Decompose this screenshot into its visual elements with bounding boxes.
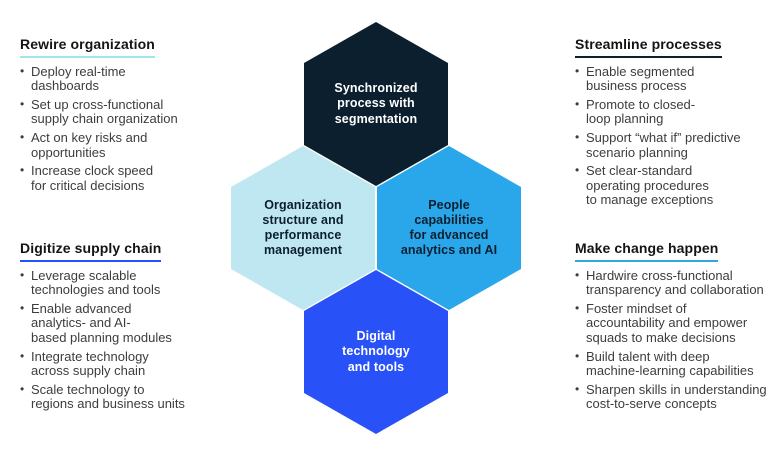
- list-item: Deploy real-time dashboards: [20, 64, 225, 94]
- list-item: Support “what if” predictive scenario pl…: [575, 130, 783, 160]
- list-item: Set clear-standard operating procedures …: [575, 163, 783, 208]
- list-item: Increase clock speed for critical decisi…: [20, 163, 225, 193]
- list-item: Sharpen skills in understanding cost-to-…: [575, 382, 783, 412]
- panel-make-change-happen-list: Hardwire cross-functional transparency a…: [575, 268, 783, 412]
- hexagon-people-capabilities-label: People capabilities for advanced analyti…: [400, 197, 498, 258]
- panel-digitize-supply-chain-list: Leverage scalable technologies and tools…: [20, 268, 225, 412]
- panel-rewire-organization-title: Rewire organization: [20, 36, 155, 58]
- hexagon-digital-technology-label: Digital technology and tools: [342, 329, 410, 374]
- list-item: Hardwire cross-functional transparency a…: [575, 268, 783, 298]
- list-item: Scale technology to regions and business…: [20, 382, 225, 412]
- panel-streamline-processes-title: Streamline processes: [575, 36, 722, 58]
- panel-rewire-organization: Rewire organization Deploy real-time das…: [20, 36, 225, 197]
- panel-digitize-supply-chain: Digitize supply chain Leverage scalable …: [20, 240, 225, 416]
- panel-rewire-organization-list: Deploy real-time dashboardsSet up cross-…: [20, 64, 225, 193]
- hexagon-digital-technology: Digital technology and tools: [304, 270, 448, 434]
- panel-digitize-supply-chain-title: Digitize supply chain: [20, 240, 162, 262]
- list-item: Set up cross-functional supply chain org…: [20, 97, 225, 127]
- list-item: Enable advanced analytics- and AI- based…: [20, 301, 225, 346]
- list-item: Integrate technology across supply chain: [20, 349, 225, 379]
- hexagon-organization-structure-label: Organization structure and performance m…: [262, 197, 344, 258]
- list-item: Enable segmented business process: [575, 64, 783, 94]
- hexagon-synchronized-process-label: Synchronized process with segmentation: [334, 81, 418, 126]
- list-item: Act on key risks and opportunities: [20, 130, 225, 160]
- panel-streamline-processes: Streamline processes Enable segmented bu…: [575, 36, 783, 212]
- panel-streamline-processes-list: Enable segmented business processPromote…: [575, 64, 783, 208]
- list-item: Build talent with deep machine-learning …: [575, 349, 783, 379]
- list-item: Foster mindset of accountability and emp…: [575, 301, 783, 346]
- list-item: Promote to closed- loop planning: [575, 97, 783, 127]
- list-item: Leverage scalable technologies and tools: [20, 268, 225, 298]
- panel-make-change-happen: Make change happen Hardwire cross-functi…: [575, 240, 783, 416]
- panel-make-change-happen-title: Make change happen: [575, 240, 719, 262]
